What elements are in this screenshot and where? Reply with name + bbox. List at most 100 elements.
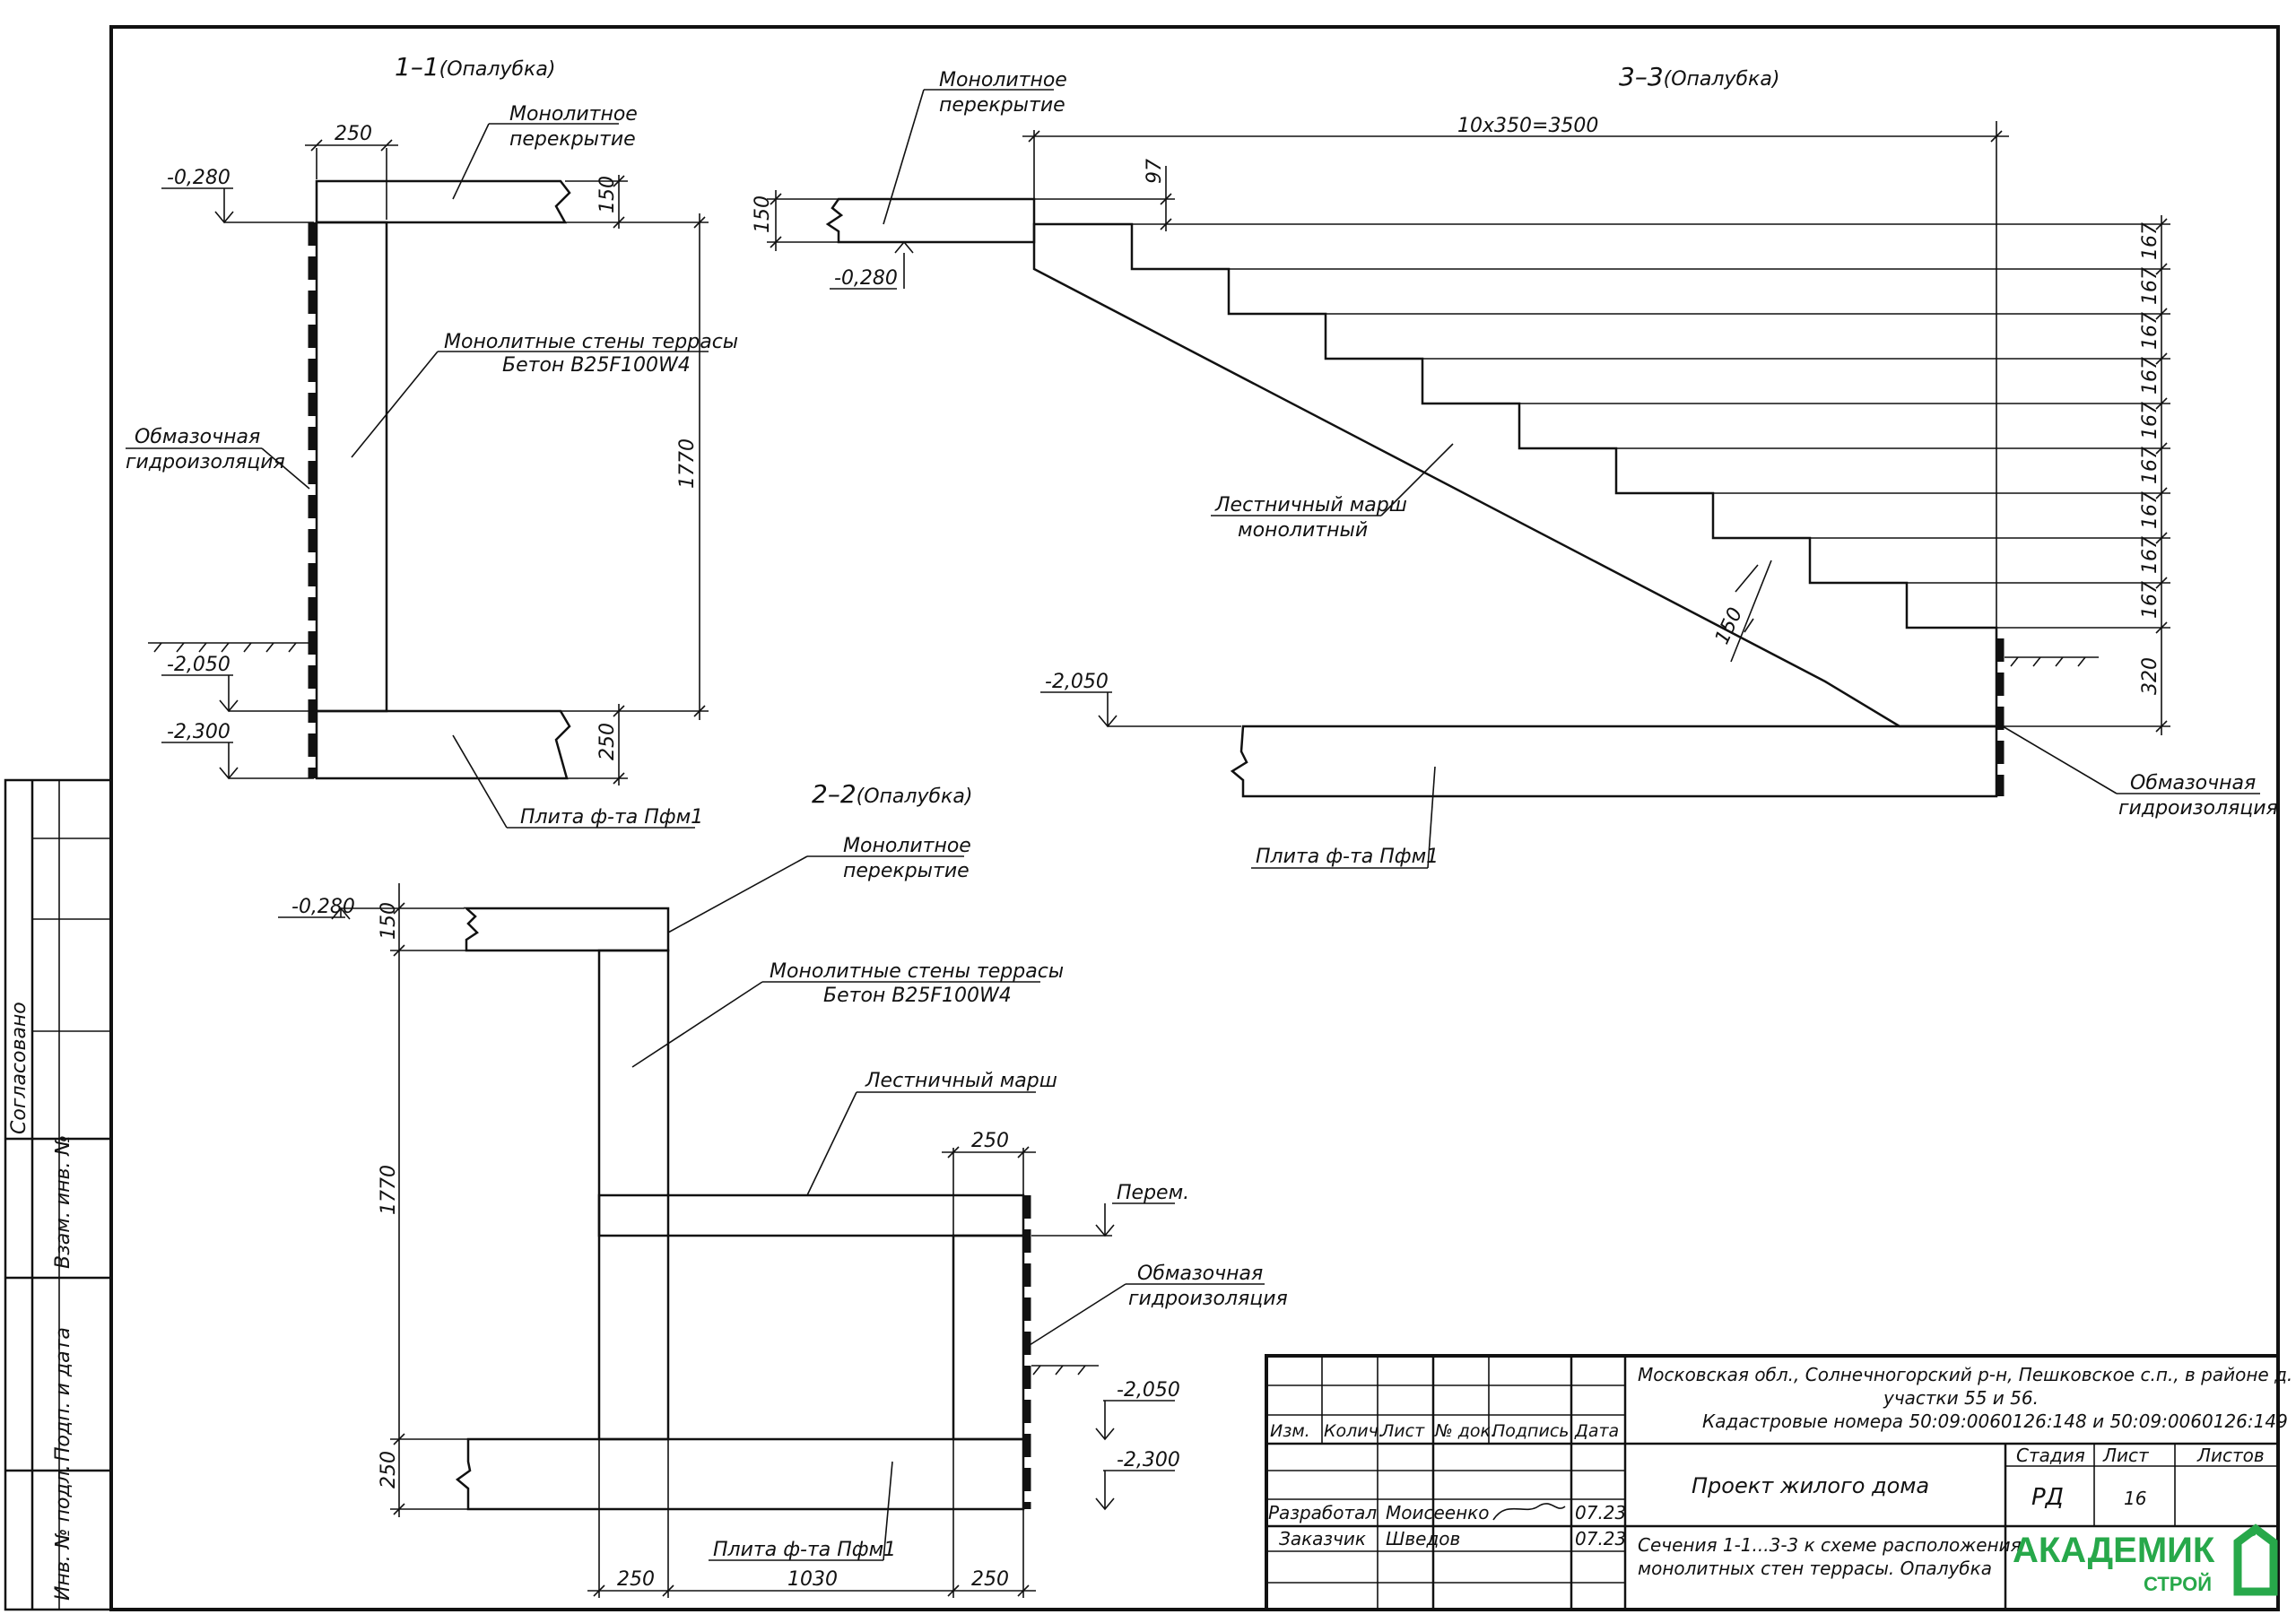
dim-1-1770: 1770 xyxy=(387,213,709,720)
svg-text:167: 167 xyxy=(2139,222,2161,260)
leader-1-waterproof: Обмазочная гидроизоляция xyxy=(126,426,310,490)
svg-text:1030: 1030 xyxy=(787,1568,838,1591)
svg-text:97: 97 xyxy=(1144,159,1166,184)
ground-2 xyxy=(1031,1365,1099,1376)
svg-text:-0,280: -0,280 xyxy=(291,896,355,918)
slab-2 xyxy=(463,907,670,952)
level-mark-3-1: -0,280 xyxy=(830,240,914,290)
svg-text:-2,050: -2,050 xyxy=(167,654,230,676)
foundation-2 xyxy=(455,1437,1025,1511)
col-podp: Подпись xyxy=(1492,1421,1569,1441)
stair-flight-3 xyxy=(1032,222,1998,728)
level-mark-3-2: -2,050 xyxy=(1040,671,1241,728)
svg-text:-0,280: -0,280 xyxy=(167,167,230,189)
leader-2-stair: Лестничный марш xyxy=(806,1070,1057,1196)
svg-text:Обмазочная: Обмазочная xyxy=(2130,772,2256,794)
address-3: Кадастровые номера 50:09:0060126:148 и 5… xyxy=(1702,1410,2288,1432)
leader-2-slab: Монолитное перекрытие xyxy=(667,835,971,933)
svg-text:Обмазочная: Обмазочная xyxy=(1137,1263,1263,1285)
dim-3-total: 10x350=3500 xyxy=(1022,115,2009,628)
svg-text:Лестничный марш: Лестничный марш xyxy=(1214,494,1407,516)
leader-1-foundation: Плита ф-та Пфм1 xyxy=(452,734,703,829)
dim-2-vertical: 150 1770 250 xyxy=(378,883,599,1517)
section-2-2: 2–2(Опалубка) -0,280 xyxy=(278,779,1288,1598)
dim-3-risers: 167 167 167 167 167 167 167 167 167 320 xyxy=(1132,215,2170,735)
slab-3 xyxy=(825,197,1036,244)
section-3-title: 3–3(Опалубка) xyxy=(1619,62,1779,91)
date-cust: 07.23 xyxy=(1575,1528,1626,1549)
level-mark-2-1: -0,280 xyxy=(278,896,465,920)
dim-3-97: 97 xyxy=(1034,159,1175,231)
svg-text:167: 167 xyxy=(2139,357,2161,395)
svg-text:-2,050: -2,050 xyxy=(1045,671,1109,693)
svg-text:250: 250 xyxy=(971,1568,1009,1591)
col-data: Дата xyxy=(1574,1421,1619,1441)
svg-text:Бетон B25F100W4: Бетон B25F100W4 xyxy=(823,985,1012,1007)
sheet-value: 16 xyxy=(2124,1488,2146,1509)
svg-text:-2,300: -2,300 xyxy=(167,721,230,743)
ground-3 xyxy=(2005,656,2099,667)
svg-text:320: 320 xyxy=(2139,657,2161,695)
svg-text:167: 167 xyxy=(2139,491,2161,529)
side-stamp: Согласовано Взам. инв. № Подп. и дата Ин… xyxy=(4,778,113,1611)
level-mark-2-lintel: Перем. xyxy=(1031,1182,1189,1237)
signature xyxy=(1492,1503,1566,1521)
ground-1 xyxy=(148,642,309,653)
level-mark-1: -0,280 xyxy=(161,167,314,224)
wall-1 xyxy=(315,221,388,713)
leader-2-walls: Монолитные стены террасы Бетон B25F100W4 xyxy=(631,960,1064,1068)
side-agreed: Согласовано xyxy=(8,1002,30,1134)
address-1: Московская обл., Солнечногорский р-н, Пе… xyxy=(1638,1364,2296,1385)
name-cust: Шведов xyxy=(1386,1528,1460,1549)
title-block: Изм. Колич. Лист № док. Подпись Дата Раз… xyxy=(1265,1354,2296,1611)
address-2: участки 55 и 56. xyxy=(1883,1387,2039,1409)
leader-2-foundation: Плита ф-та Пфм1 xyxy=(709,1461,896,1561)
svg-text:250: 250 xyxy=(596,723,619,760)
level-mark-2-2: -2,050 xyxy=(1095,1379,1180,1441)
svg-text:250: 250 xyxy=(971,1130,1009,1152)
svg-text:167: 167 xyxy=(2139,267,2161,305)
svg-text:250: 250 xyxy=(617,1568,655,1591)
dim-2-250-top: 250 xyxy=(942,1130,1036,1236)
stair-slab-2 xyxy=(597,1193,1025,1237)
leader-3-waterproof: Обмазочная гидроизоляция xyxy=(2002,725,2278,820)
leader-2-waterproof: Обмазочная гидроизоляция xyxy=(1029,1263,1288,1346)
section-3-3: 3–3(Опалубка) xyxy=(752,62,2278,869)
svg-text:Лестничный марш: Лестничный марш xyxy=(865,1070,1057,1092)
svg-text:167: 167 xyxy=(2139,447,2161,484)
svg-text:Плита ф-та Пфм1: Плита ф-та Пфм1 xyxy=(713,1539,896,1561)
svg-text:1770: 1770 xyxy=(676,438,699,489)
svg-text:1770: 1770 xyxy=(378,1165,400,1215)
company-logo: АКАДЕМИК СТРОЙ xyxy=(2013,1523,2278,1596)
svg-text:250: 250 xyxy=(335,123,372,145)
svg-text:-2,050: -2,050 xyxy=(1117,1379,1180,1402)
svg-text:Перем.: Перем. xyxy=(1117,1182,1189,1204)
svg-text:гидроизоляция: гидроизоляция xyxy=(1128,1288,1288,1310)
svg-text:перекрытие: перекрытие xyxy=(509,128,636,151)
section-1-title: 1–1(Опалубка) xyxy=(395,52,555,82)
svg-text:гидроизоляция: гидроизоляция xyxy=(126,451,285,473)
leader-1-walls: Монолитные стены террасы Бетон B25F100W4 xyxy=(351,331,738,458)
foundation-1 xyxy=(315,709,571,780)
svg-text:150: 150 xyxy=(378,902,400,940)
svg-text:Монолитное: Монолитное xyxy=(939,69,1067,91)
svg-text:перекрытие: перекрытие xyxy=(843,860,970,882)
role-cust: Заказчик xyxy=(1279,1528,1366,1549)
sheet-header: Лист xyxy=(2102,1445,2150,1466)
stage-header: Стадия xyxy=(2016,1445,2085,1466)
col-izm: Изм. xyxy=(1270,1421,1310,1441)
svg-text:Монолитные стены террасы: Монолитные стены террасы xyxy=(770,960,1064,983)
leader-1-slab: Монолитное перекрытие xyxy=(452,103,638,200)
dim-1-250b: 250 xyxy=(567,704,628,785)
svg-text:монолитный: монолитный xyxy=(1238,519,1368,542)
svg-text:Монолитные стены террасы: Монолитные стены террасы xyxy=(444,331,738,353)
svg-text:гидроизоляция: гидроизоляция xyxy=(2118,797,2278,820)
leader-3-slab: Монолитное перекрытие xyxy=(883,69,1067,225)
level-mark-2-3: -2,300 xyxy=(1095,1449,1180,1511)
col-list: Лист xyxy=(1380,1421,1425,1441)
project-name: Проект жилого дома xyxy=(1692,1473,1929,1498)
svg-text:150: 150 xyxy=(752,195,774,233)
side-replace-inv: Взам. инв. № xyxy=(52,1135,74,1269)
dim-1-150: 150 xyxy=(565,175,628,229)
